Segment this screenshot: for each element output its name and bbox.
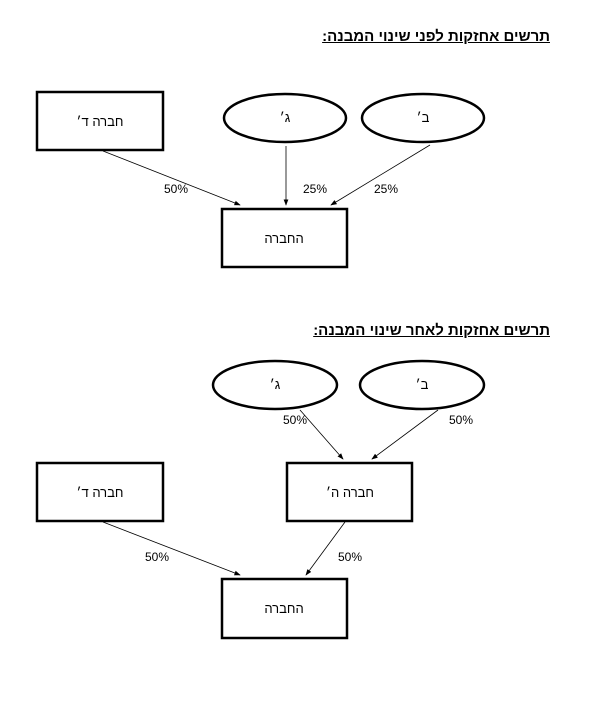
after-node-g bbox=[211, 359, 339, 411]
after-pct-g: 50% bbox=[283, 413, 307, 427]
after-label-company-h: חברה ה׳ bbox=[326, 485, 374, 500]
after-label-company-d: חברה ד׳ bbox=[77, 485, 124, 500]
after-structure-title: תרשים אחזקות לאחר שינוי המבנה: bbox=[313, 322, 550, 339]
after-label-company: החברה bbox=[264, 601, 303, 616]
before-pct-d: 50% bbox=[164, 182, 188, 196]
after-node-company-d bbox=[35, 461, 165, 523]
before-node-company-d bbox=[35, 90, 165, 152]
before-pct-b: 25% bbox=[374, 182, 398, 196]
after-label-g: ג׳ bbox=[270, 377, 281, 392]
after-node-company-h bbox=[285, 461, 414, 523]
before-node-g bbox=[222, 92, 348, 144]
before-node-b bbox=[360, 92, 486, 144]
after-node-b bbox=[358, 359, 486, 411]
after-arrow-d-company bbox=[102, 521, 241, 576]
after-pct-h: 50% bbox=[338, 550, 362, 564]
before-node-company bbox=[220, 207, 349, 269]
before-arrow-d-company bbox=[102, 150, 241, 206]
after-arrow-b-h bbox=[371, 409, 439, 460]
after-label-b: ב׳ bbox=[416, 377, 429, 392]
after-node-company bbox=[220, 577, 349, 640]
before-arrow-b-company bbox=[330, 144, 431, 206]
after-arrow-h-company bbox=[305, 521, 346, 576]
before-label-g: ג׳ bbox=[280, 110, 291, 125]
after-pct-d: 50% bbox=[145, 550, 169, 564]
before-label-b: ב׳ bbox=[417, 110, 430, 125]
before-structure-title: תרשים אחזקות לפני שינוי המבנה: bbox=[322, 28, 550, 45]
after-arrow-g-h bbox=[299, 409, 344, 460]
before-pct-g: 25% bbox=[303, 182, 327, 196]
before-label-company-d: חברה ד׳ bbox=[77, 114, 124, 129]
after-pct-b: 50% bbox=[449, 413, 473, 427]
before-label-company: החברה bbox=[264, 231, 303, 246]
